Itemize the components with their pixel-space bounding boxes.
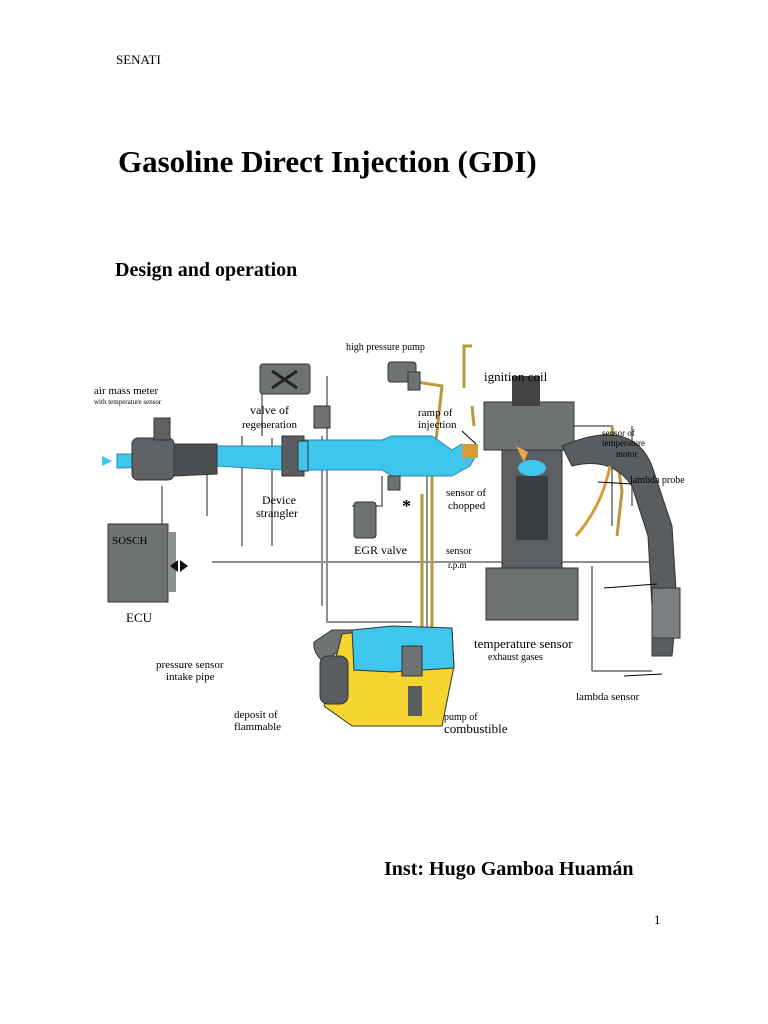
label-ecu: ECU: [126, 610, 153, 625]
label-temperature-sensor: temperature sensor: [474, 636, 573, 651]
ecu-unit: [107, 523, 188, 603]
label-high-pressure-pump: high pressure pump: [346, 342, 425, 353]
fuel-tank: [313, 625, 455, 727]
wiring-lines: [161, 376, 652, 672]
section-heading: Design and operation: [115, 259, 298, 281]
label-injection: injection: [418, 419, 457, 431]
label-chopped: chopped: [448, 500, 486, 512]
label-flammable: flammable: [234, 721, 281, 733]
label-combustible: combustible: [444, 721, 508, 736]
engine-block: [462, 376, 579, 621]
label-air-mass-meter: air mass meter: [94, 385, 158, 397]
label-intake-pipe: intake pipe: [166, 671, 215, 683]
throttle-device: [281, 435, 309, 477]
label-sensor-rpm: sensor: [446, 546, 472, 557]
label-rpm: r.p.m: [448, 560, 467, 570]
high-pressure-pump: [387, 361, 421, 391]
egr-valve-body: [353, 475, 401, 539]
air-mass-meter: [131, 417, 218, 481]
label-ignition-coil: ignition coil: [484, 369, 548, 384]
label-deposit-of: deposit of: [234, 709, 278, 721]
label-ecu-brand: SOSCH: [112, 535, 148, 547]
label-temperature: temperature: [602, 438, 645, 448]
regeneration-canister: [259, 363, 331, 429]
label-sensor-of-chopped: sensor of: [446, 487, 486, 499]
label-exhaust-gases: exhaust gases: [488, 652, 543, 663]
header-organization: SENATI: [116, 52, 161, 67]
label-pressure-sensor: pressure sensor: [156, 659, 224, 671]
label-regeneration: regeneration: [242, 419, 297, 431]
label-valve-of: valve of: [250, 403, 289, 417]
label-lambda-sensor: lambda sensor: [576, 691, 640, 703]
label-asterisk: *: [402, 496, 411, 516]
label-pump-of: pump of: [444, 712, 478, 723]
label-strangler: strangler: [256, 506, 298, 520]
label-air-mass-meter-sub: with temperature sensor: [94, 398, 162, 406]
callout-arrows: [461, 430, 663, 677]
exhaust-system: [561, 434, 681, 657]
gdi-system-diagram: high pressure pump ignition coil air mas…: [92, 326, 706, 746]
label-sensor-of: sensor of: [602, 428, 635, 438]
page-number: 1: [654, 912, 661, 927]
label-ramp-of: ramp of: [418, 407, 453, 419]
instructor-name: Inst: Hugo Gamboa Huamán: [384, 858, 634, 880]
label-motor: motor: [616, 449, 638, 459]
label-device: Device: [262, 493, 296, 507]
label-egr-valve: EGR valve: [354, 543, 407, 557]
page-title: Gasoline Direct Injection (GDI): [118, 144, 537, 179]
label-lambda-probe: lambda probe: [630, 475, 685, 486]
